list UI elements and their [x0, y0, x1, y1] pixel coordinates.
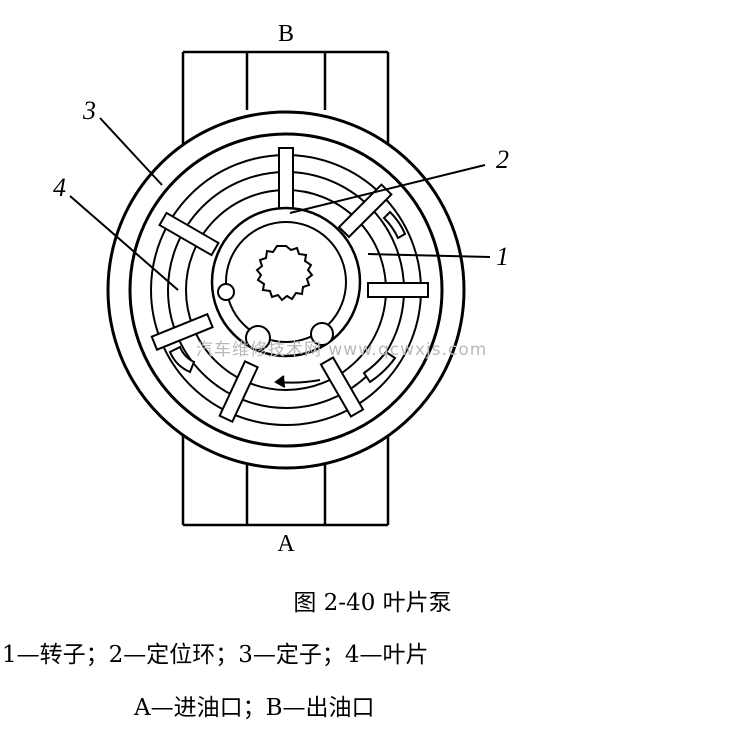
vane	[319, 356, 365, 418]
rotor-hole	[217, 283, 235, 301]
leader-line-3	[99, 117, 163, 186]
outlet-label: B	[278, 21, 294, 47]
kidney-port-upper-right	[382, 210, 407, 240]
kidney-port-right	[362, 350, 397, 384]
vane-pump-diagram: B A 3 4 2 1 汽车维修技术网 www.qcwxjs.com	[53, 21, 509, 557]
vane	[158, 211, 220, 257]
inlet-label: A	[277, 531, 295, 557]
vane	[278, 147, 294, 209]
spline-bore	[255, 245, 314, 302]
leader-line-1	[367, 253, 491, 258]
leader-line-2	[289, 164, 486, 214]
part-number-1: 1	[496, 242, 509, 271]
vane	[218, 360, 260, 423]
rotor-hole	[245, 325, 271, 351]
leader-line-4	[69, 195, 179, 291]
kidney-port-left	[168, 345, 196, 374]
vane	[150, 312, 214, 351]
part-number-2: 2	[496, 145, 509, 174]
rotor-hole	[310, 322, 334, 346]
part-number-4: 4	[53, 173, 66, 202]
part-number-3: 3	[82, 96, 96, 125]
figure-legend: 1—转子；2—定位环；3—定子；4—叶片	[2, 642, 429, 668]
locating-ring	[225, 221, 347, 343]
rotation-arrow	[274, 375, 321, 388]
outlet-housing	[181, 50, 390, 145]
watermark: 汽车维修技术网 www.qcwxjs.com	[196, 340, 487, 360]
inlet-housing	[181, 435, 390, 527]
figure-title: 图 2-40 叶片泵	[293, 590, 452, 616]
vane	[367, 282, 429, 298]
port-legend: A—进油口；B—出油口	[134, 695, 375, 721]
